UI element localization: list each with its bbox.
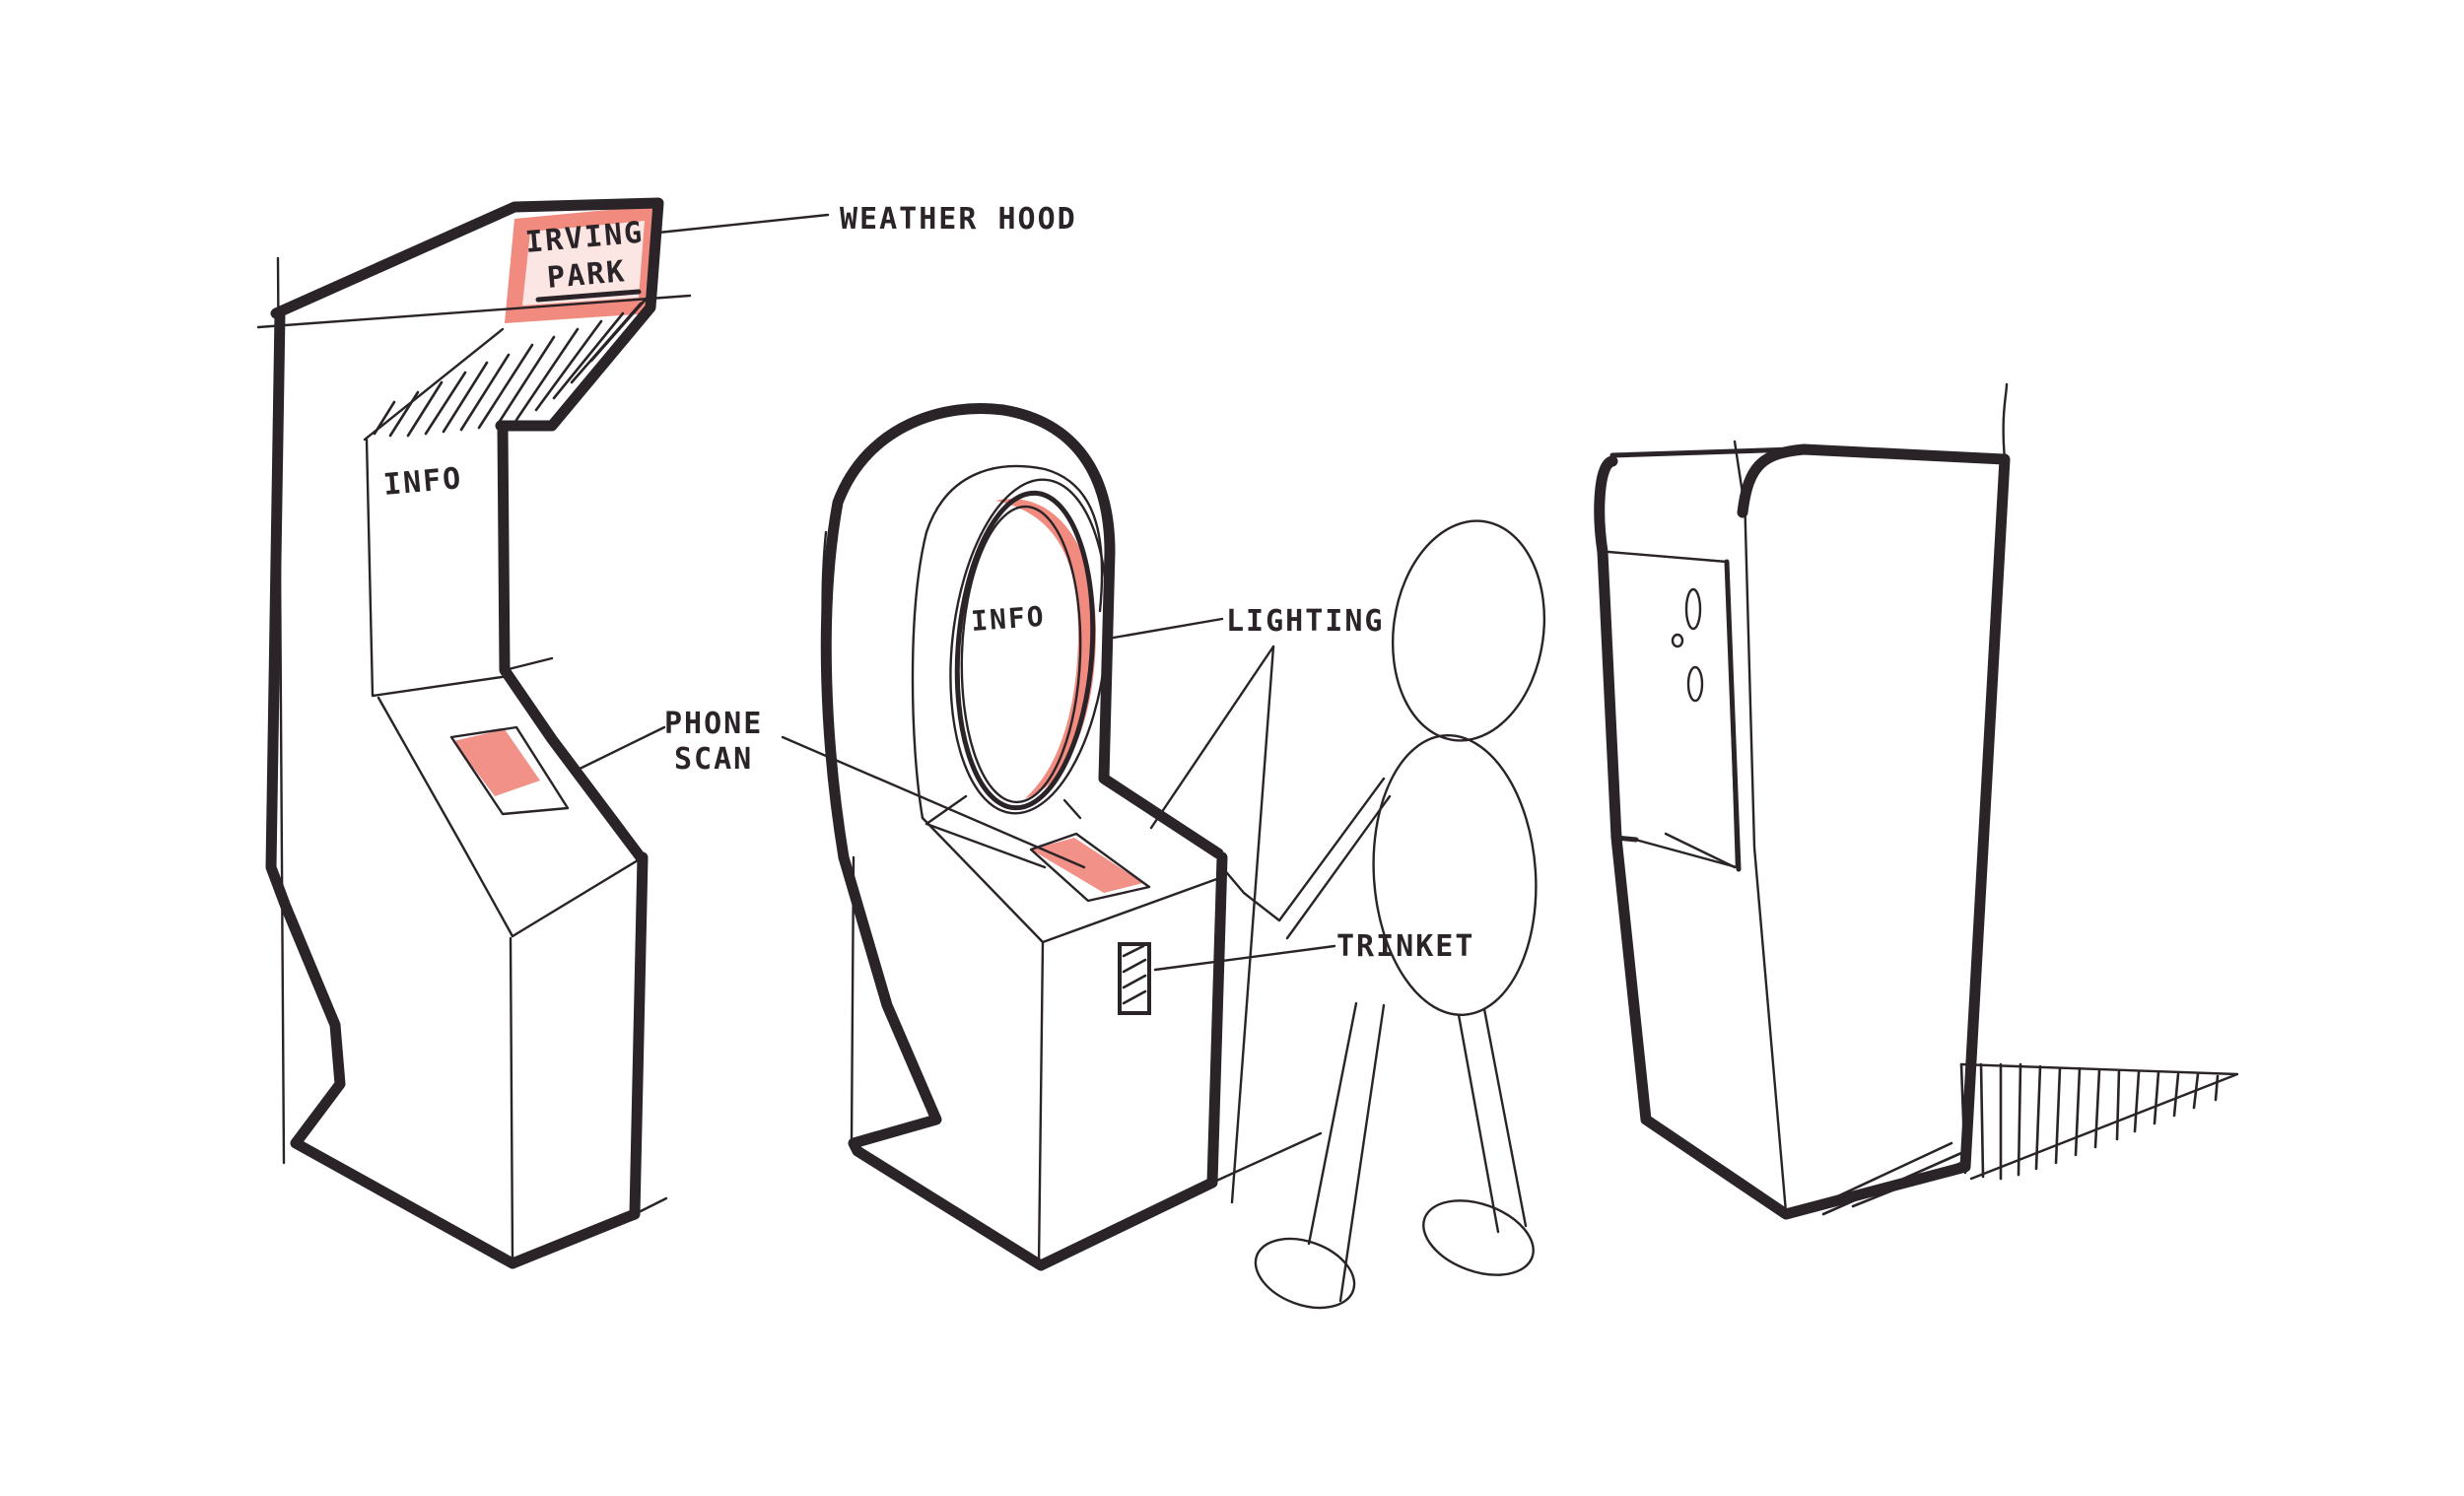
person-body <box>1372 734 1538 1016</box>
kiosk-left-back-edge <box>265 307 518 1269</box>
label-lighting: LIGHTING <box>1226 604 1385 639</box>
leader-lines <box>570 213 1336 1204</box>
kiosk-right <box>1594 382 2239 1220</box>
phone-scan-pad-left <box>453 729 540 796</box>
cutout-dot <box>1671 633 1684 648</box>
person-foot-left <box>1254 1237 1356 1310</box>
kiosk-center-inner-arch <box>911 464 1104 820</box>
label-park: PARK <box>546 254 628 296</box>
center-screen <box>954 490 1096 811</box>
label-info-left: INFO <box>382 461 464 503</box>
phone-scan-pad-center <box>1031 838 1143 893</box>
person-leg-left <box>1307 1001 1386 1303</box>
kiosk-center-base <box>838 851 1228 1271</box>
person-leg-right <box>1457 1007 1528 1234</box>
label-scan: SCAN <box>674 742 753 777</box>
label-weather-hood: WEATHER HOOD <box>840 202 1077 237</box>
kiosk-center-console <box>921 816 1224 944</box>
label-phone: PHONE <box>664 707 763 741</box>
kiosk-left-console <box>376 696 514 938</box>
weather-hood-outline <box>270 197 664 432</box>
label-info-center: INFO <box>970 600 1047 638</box>
person-arm <box>1220 777 1386 922</box>
kiosk-right-screen <box>1607 550 1739 869</box>
person-foot-right <box>1422 1199 1535 1276</box>
kiosk-left <box>256 197 692 1269</box>
person-figure <box>1220 519 1546 1310</box>
kiosk-center <box>820 402 1323 1271</box>
kiosk-right-cabinet <box>1594 443 2011 1220</box>
label-trinket: TRINKET <box>1336 929 1474 964</box>
info-panel-left <box>365 438 511 698</box>
person-head <box>1391 519 1546 742</box>
cutout-bottom <box>1686 665 1704 703</box>
hood-hatching <box>373 292 652 438</box>
kiosk-left-body <box>509 936 514 1261</box>
cutout-top <box>1684 587 1702 631</box>
weather-hood-panel <box>522 221 645 306</box>
park-underline <box>535 289 642 303</box>
